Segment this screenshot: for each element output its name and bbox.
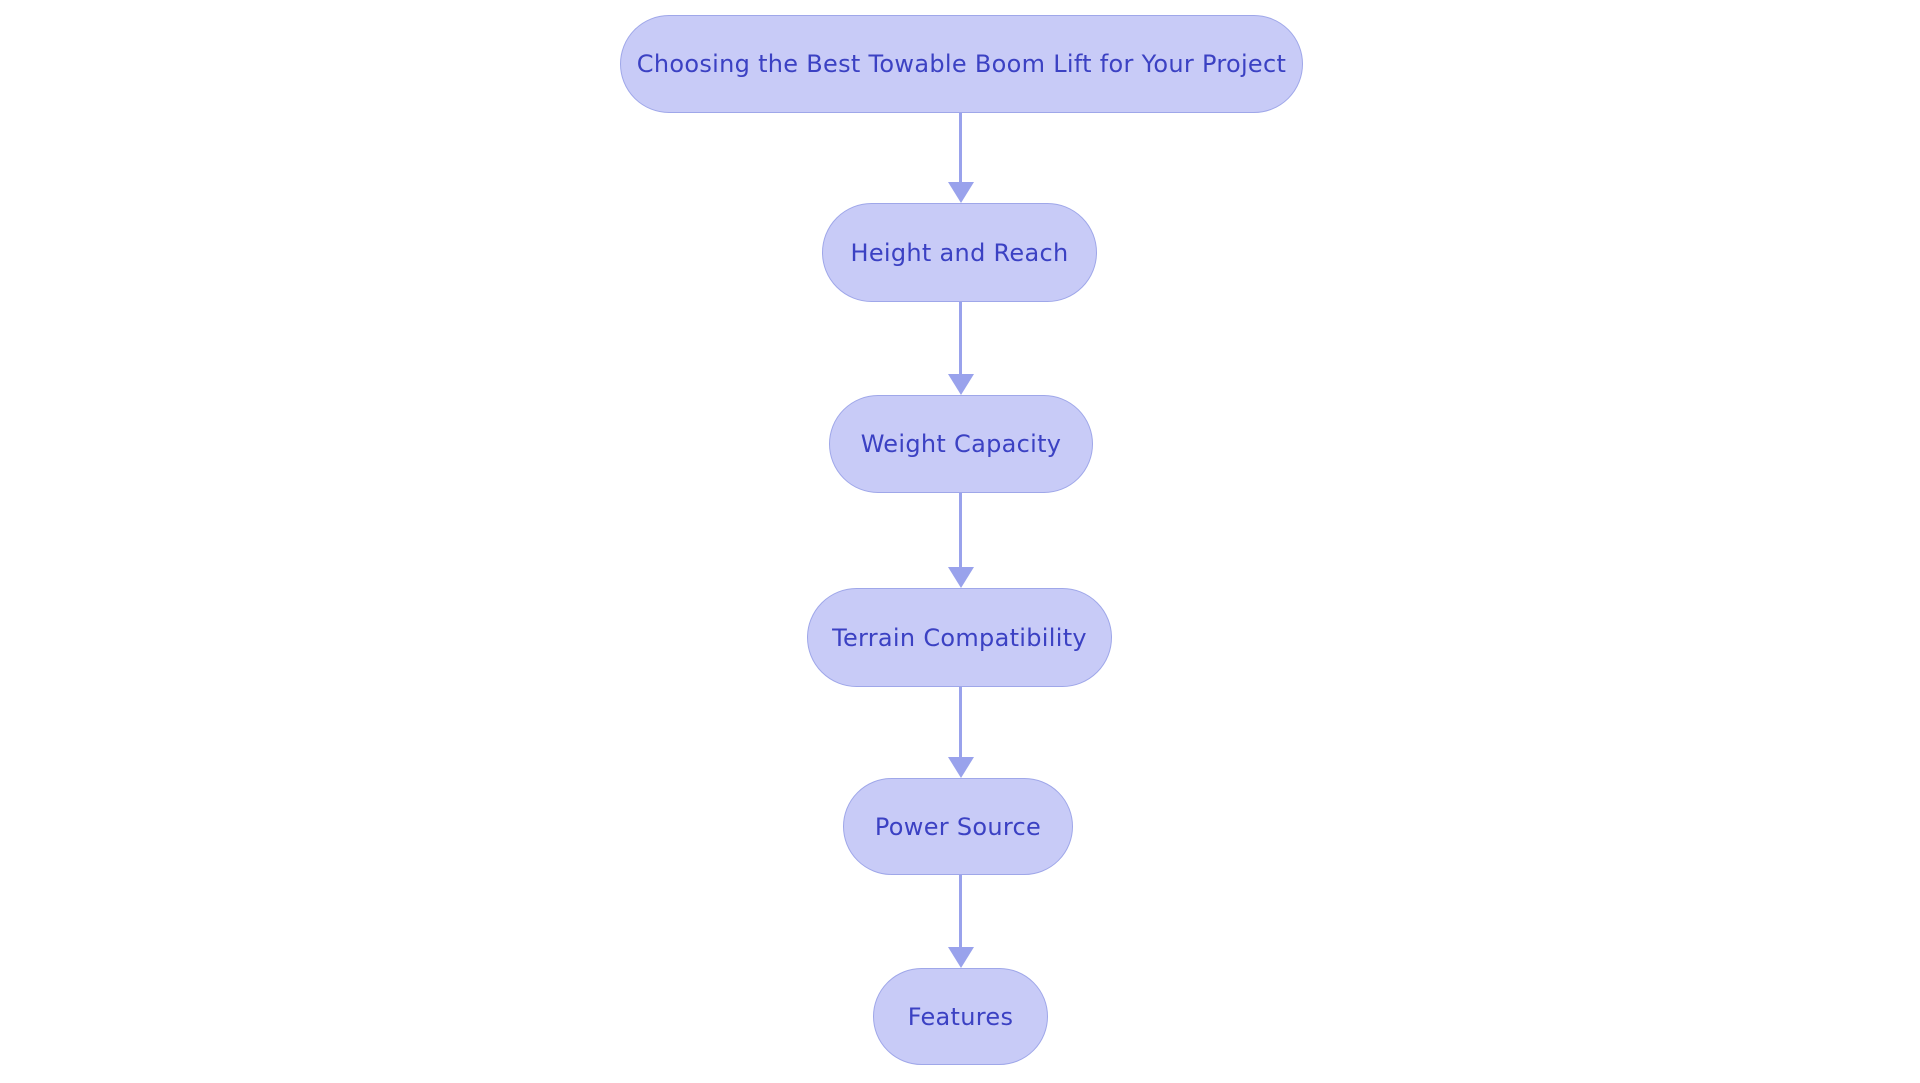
flow-node-label: Choosing the Best Towable Boom Lift for … xyxy=(636,50,1287,78)
arrow-connector-weight-to-terrain xyxy=(947,493,974,588)
flow-node-height-and-reach: Height and Reach xyxy=(822,203,1097,302)
arrow-line xyxy=(959,302,962,374)
flow-node-power-source: Power Source xyxy=(843,778,1073,875)
flow-node-weight-capacity: Weight Capacity xyxy=(829,395,1093,493)
arrow-line xyxy=(959,493,962,567)
flow-node-title: Choosing the Best Towable Boom Lift for … xyxy=(620,15,1303,113)
flow-node-label: Weight Capacity xyxy=(860,430,1062,458)
arrow-down-icon xyxy=(947,182,974,203)
flow-node-label: Features xyxy=(907,1002,1014,1031)
arrow-down-icon xyxy=(947,374,974,395)
arrow-connector-terrain-to-power xyxy=(947,687,974,778)
flow-node-features: Features xyxy=(873,968,1048,1065)
arrow-down-icon xyxy=(947,947,974,968)
arrow-line xyxy=(959,687,962,757)
arrow-line xyxy=(959,113,962,182)
arrow-line xyxy=(959,875,962,947)
flow-node-label: Height and Reach xyxy=(850,238,1069,267)
flow-node-label: Power Source xyxy=(874,812,1042,841)
arrow-down-icon xyxy=(947,567,974,588)
flow-node-label: Terrain Compatibility xyxy=(832,623,1087,652)
arrow-down-icon xyxy=(947,757,974,778)
arrow-connector-height-to-weight xyxy=(947,302,974,395)
flow-node-terrain-compatibility: Terrain Compatibility xyxy=(807,588,1112,687)
arrow-connector-power-to-features xyxy=(947,875,974,968)
arrow-connector-title-to-height xyxy=(947,113,974,203)
